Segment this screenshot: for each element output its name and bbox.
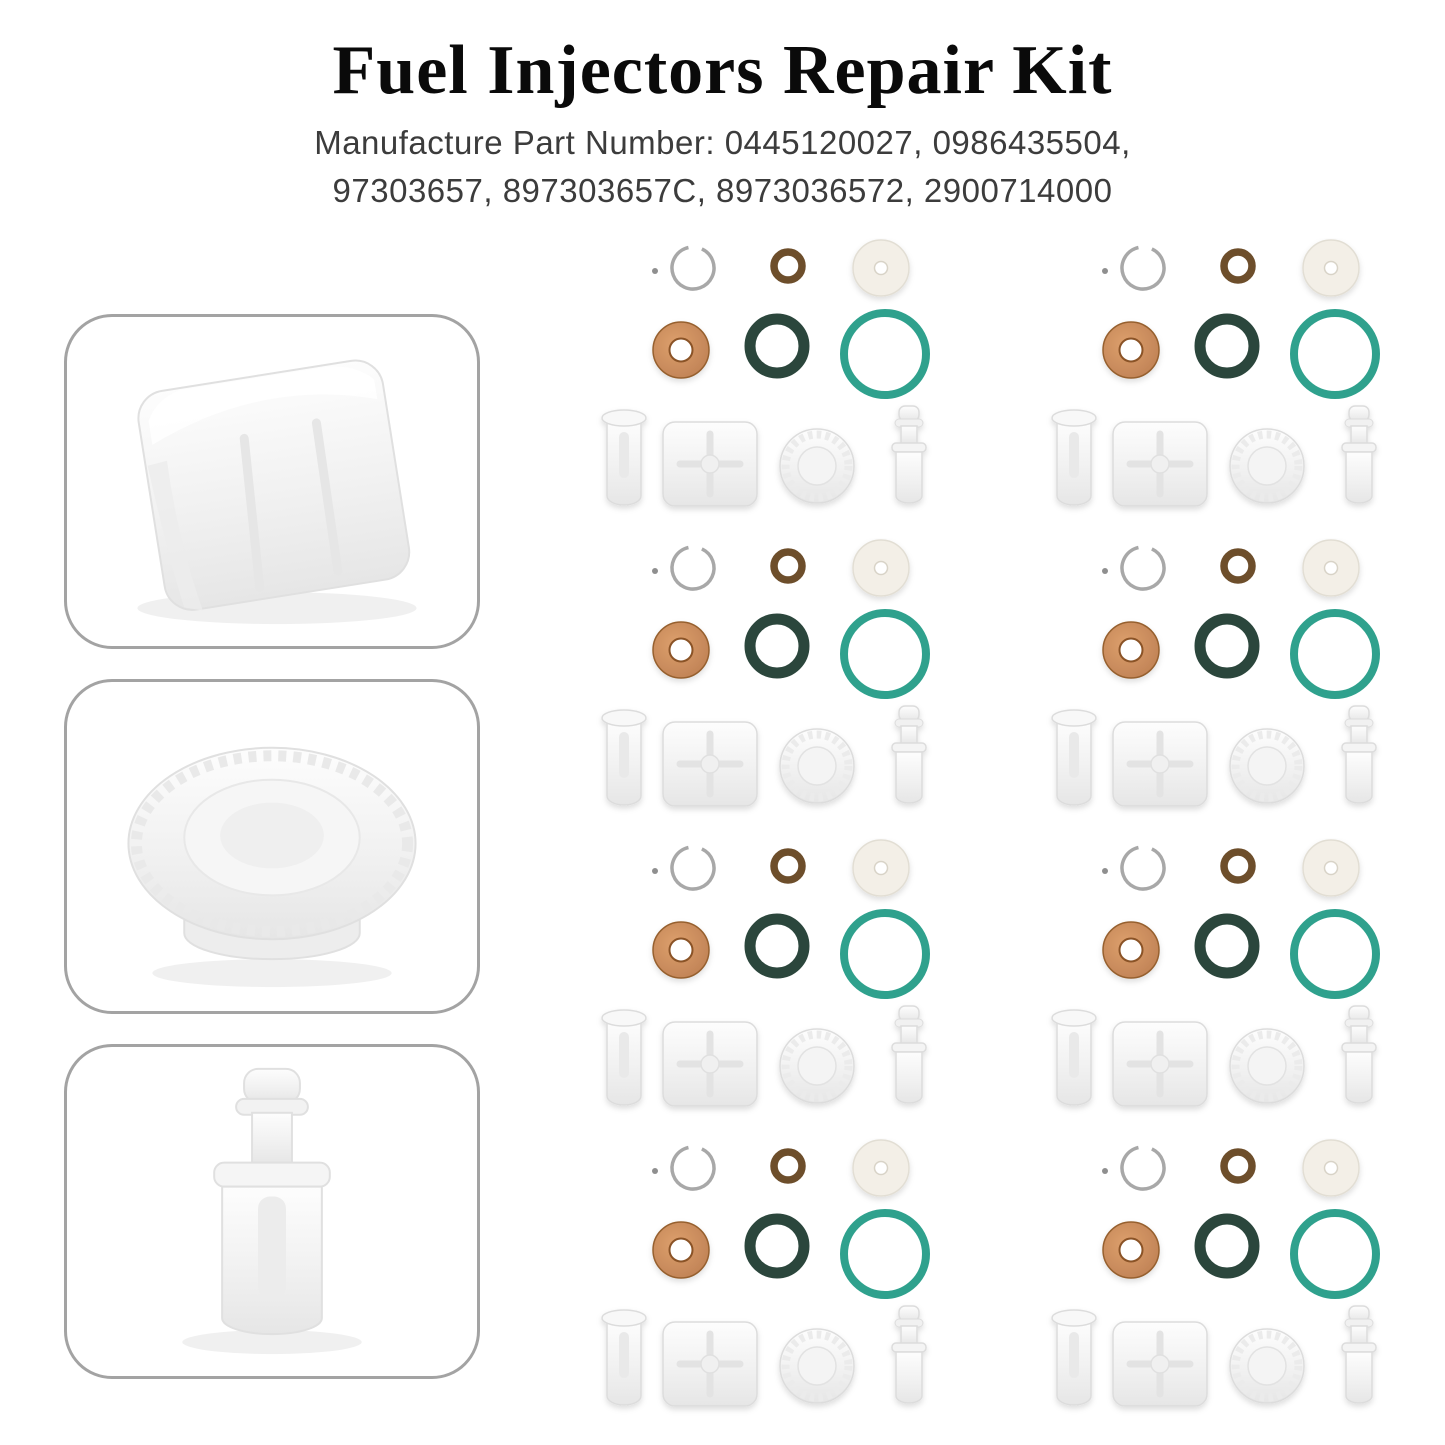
callout-knurled-cap [64, 679, 480, 1014]
kit-parts-group [585, 838, 955, 1138]
callout-square-cap [64, 314, 480, 649]
square-cap-shape [137, 359, 411, 611]
kit-parts-group [1035, 538, 1405, 838]
kit-parts-group [1035, 238, 1405, 538]
callout-connector [64, 1044, 480, 1379]
header: Fuel Injectors Repair Kit Manufacture Pa… [0, 34, 1445, 210]
kit-parts-group [585, 238, 955, 538]
kit-parts-group [585, 538, 955, 838]
knurled-cap-photo [127, 746, 417, 988]
square-cap-photo [137, 359, 417, 625]
part-numbers-line-2: 97303657, 897303657C, 8973036572, 290071… [332, 171, 1113, 209]
connector-photo [182, 1067, 362, 1355]
kit-parts-group [1035, 838, 1405, 1138]
shadow [182, 1330, 362, 1355]
kit-parts-group [585, 1138, 955, 1438]
shadow [152, 959, 392, 988]
callout-column [64, 314, 480, 1379]
connector-shape [213, 1067, 331, 1336]
part-numbers-line-1: Manufacture Part Number: 0445120027, 098… [314, 123, 1131, 161]
knurled-cap-shape [127, 746, 417, 961]
kit-parts-group [1035, 1138, 1405, 1438]
kit-grid [585, 238, 1405, 1438]
page-title: Fuel Injectors Repair Kit [332, 32, 1113, 109]
